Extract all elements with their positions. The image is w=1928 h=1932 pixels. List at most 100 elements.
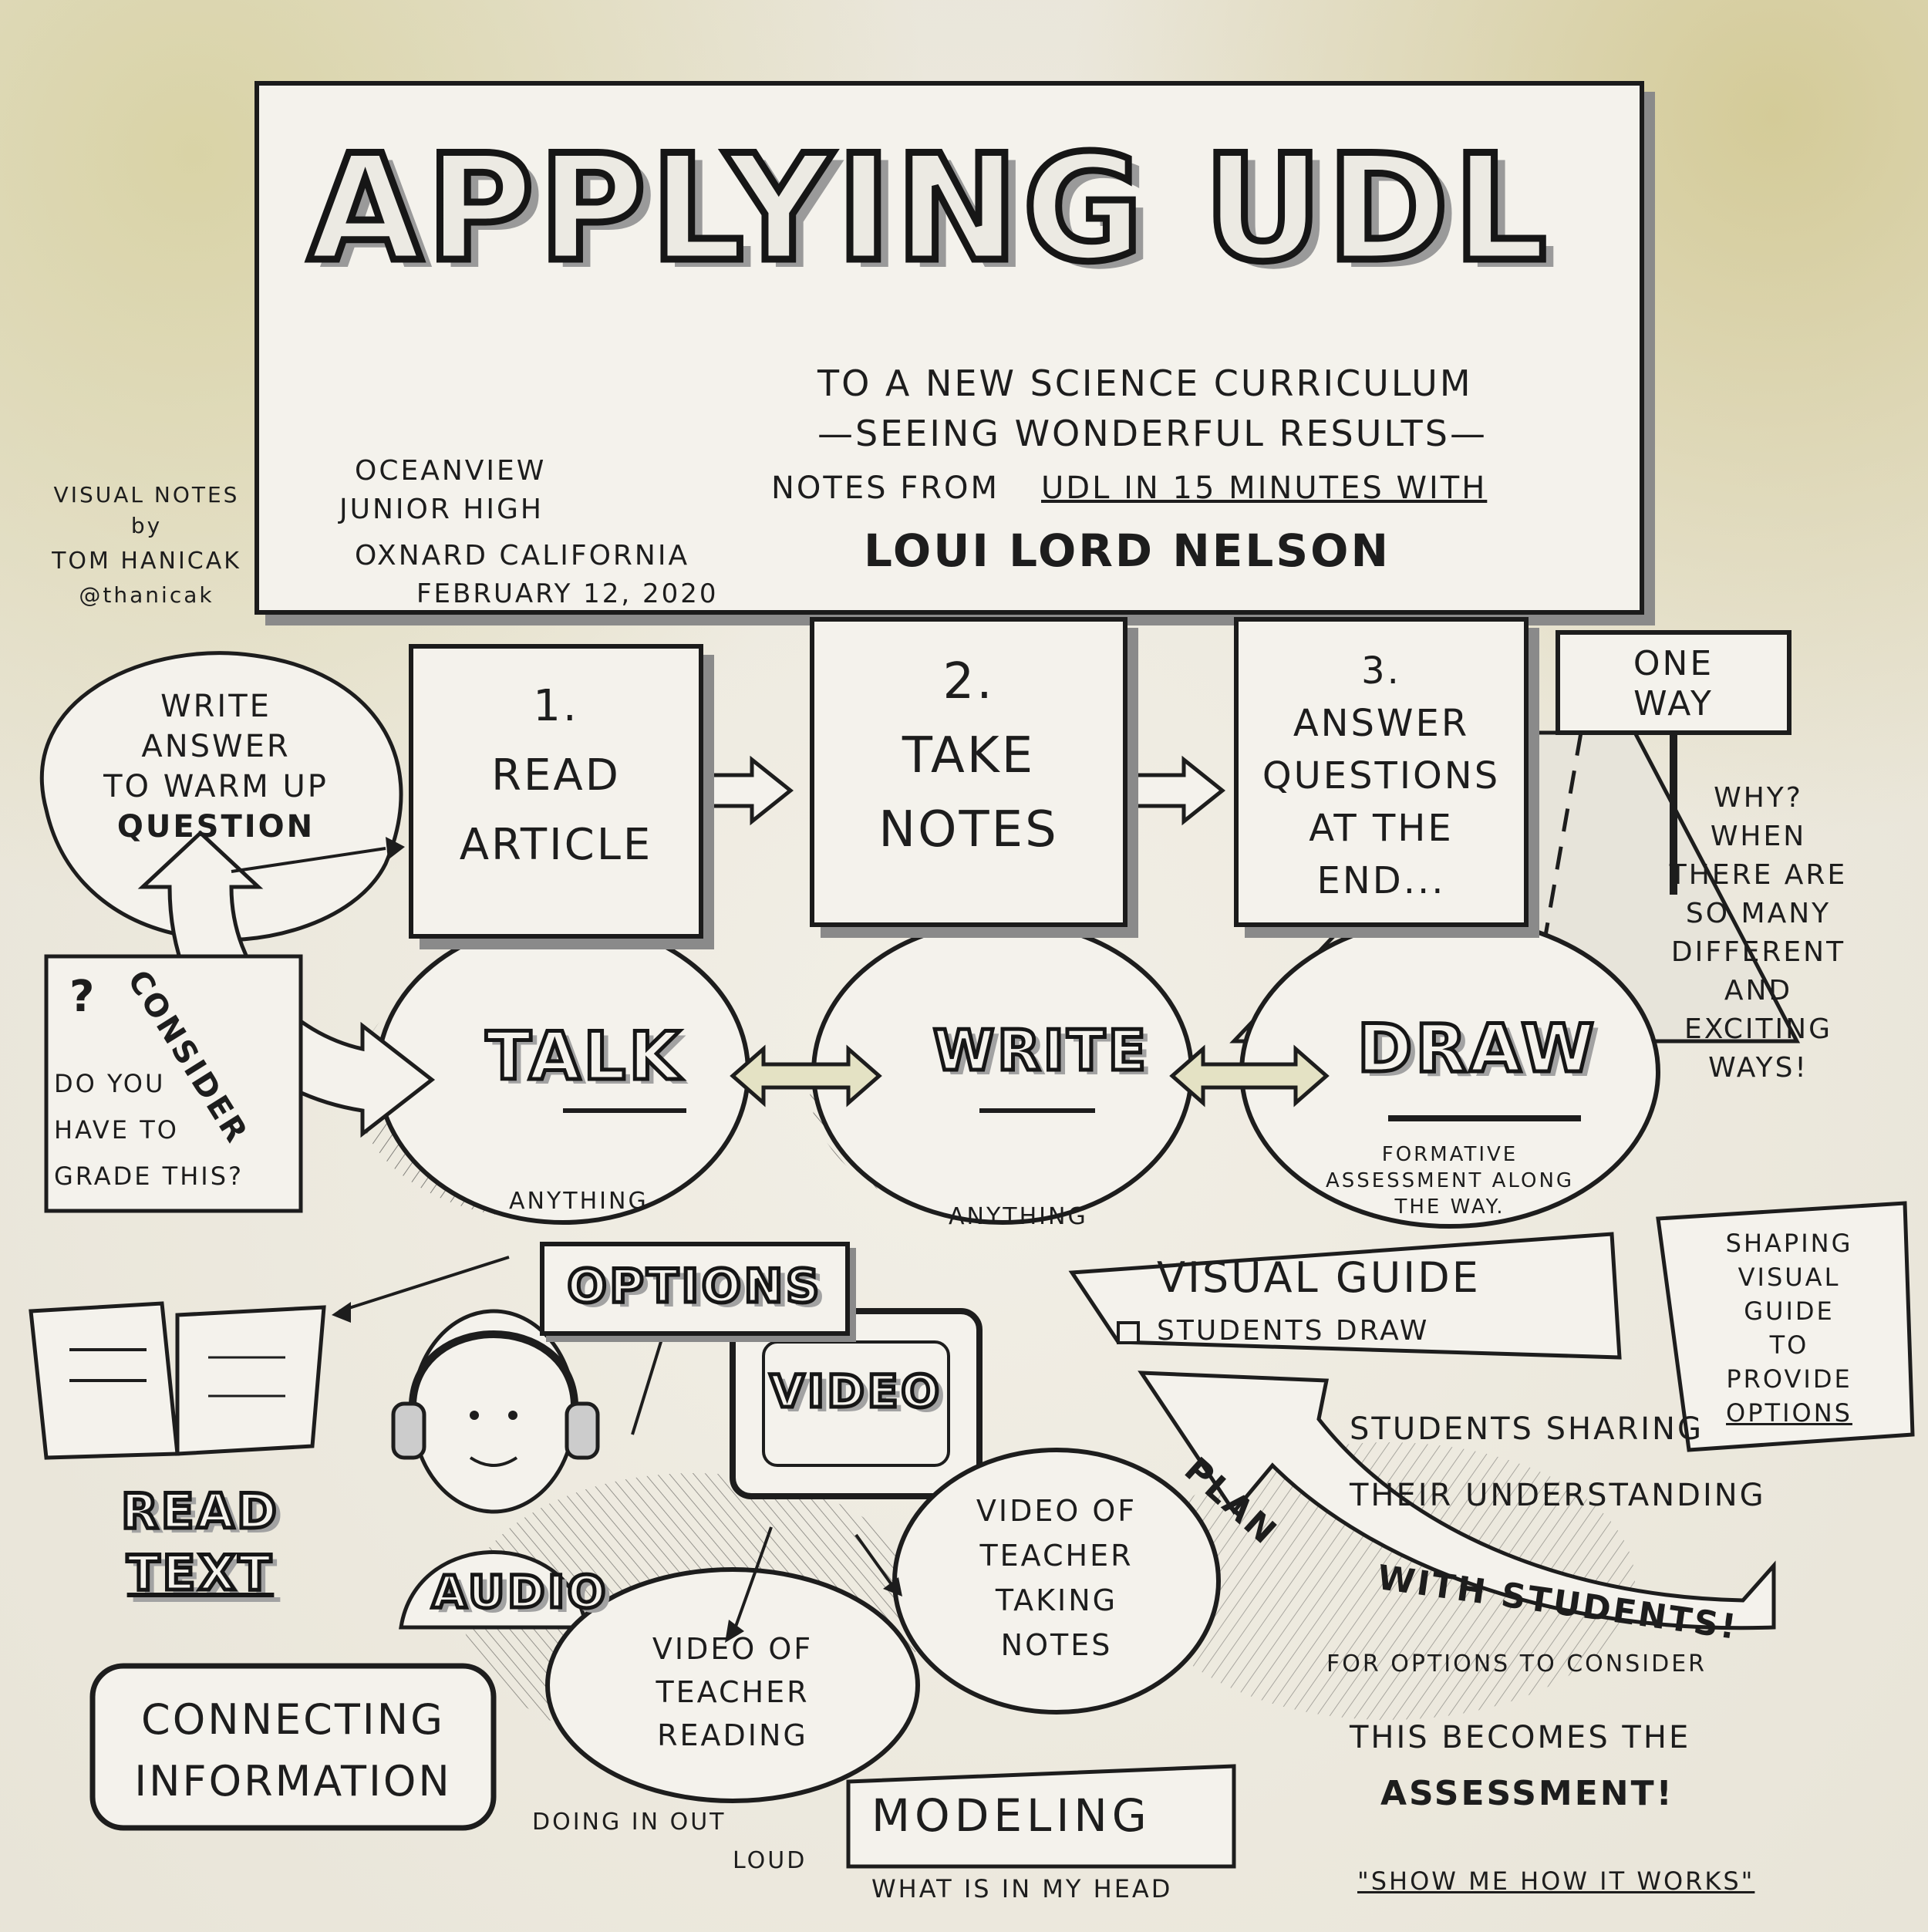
- why-text: WHY? WHEN THERE ARE SO MANY DIFFERENT AN…: [1620, 779, 1897, 1087]
- book-right-page: [175, 1305, 326, 1456]
- headphone-left: [391, 1401, 426, 1460]
- read-text-l2: TEXT: [125, 1543, 275, 1603]
- step-1-l2: ARTICLE: [459, 820, 653, 870]
- write-note: ANYTHING: [949, 1203, 1088, 1230]
- credit-line3: TOM HANICAK: [52, 548, 241, 575]
- grade-l1: DO YOU: [54, 1069, 166, 1098]
- visual-guide-sub: STUDENTS DRAW: [1157, 1315, 1430, 1347]
- video-tv: [730, 1308, 983, 1499]
- title-box: [254, 81, 1644, 615]
- connecting-box: [89, 1663, 497, 1831]
- modeling-box: [846, 1764, 1236, 1869]
- shaping-l6: OPTIONS: [1726, 1398, 1852, 1428]
- subtitle-line2: —SEEING WONDERFUL RESULTS—: [817, 413, 1488, 454]
- student-body: [399, 1550, 588, 1630]
- video-notes-l1: VIDEO OF: [976, 1494, 1138, 1528]
- one-way-text: ONE WAY: [1558, 644, 1789, 724]
- visual-guide-box: [1068, 1232, 1622, 1360]
- video-reading-l2: TEACHER: [656, 1675, 810, 1709]
- video-notes-l2: TEACHER: [979, 1539, 1134, 1573]
- draw-word: DRAW: [1355, 1009, 1598, 1090]
- visual-guide-title: VISUAL GUIDE: [1157, 1253, 1481, 1302]
- step-3-l1: ANSWER: [1293, 702, 1470, 745]
- video-notes-l4: NOTES: [1000, 1628, 1113, 1662]
- city: OXNARD CALIFORNIA: [355, 540, 690, 572]
- why-l4: SO MANY: [1685, 898, 1832, 929]
- warmup-text: WRITE ANSWER TO WARM UP QUESTION: [77, 686, 355, 847]
- video-notes-text: VIDEO OF TEACHER TAKING NOTES: [918, 1489, 1195, 1667]
- draw-note-l3: THE WAY.: [1394, 1195, 1505, 1219]
- sharing-text: STUDENTS SHARING THEIR UNDERSTANDING: [1350, 1396, 1766, 1529]
- sharing-l2: THEIR UNDERSTANDING: [1350, 1478, 1766, 1513]
- credit-line4: @thanicak: [79, 582, 214, 608]
- connecting-l2: INFORMATION: [134, 1757, 452, 1806]
- school-line2: JUNIOR HIGH: [339, 494, 544, 525]
- step-3-l4: END...: [1316, 859, 1446, 902]
- why-l2: WHEN: [1710, 821, 1807, 852]
- read-text-l1: READ: [120, 1482, 280, 1542]
- show-me: "SHOW ME HOW IT WORKS": [1357, 1866, 1755, 1896]
- doing-l1: DOING IN OUT: [532, 1809, 726, 1836]
- video-reading-oval: [545, 1567, 920, 1803]
- modeling-label: MODELING: [871, 1789, 1151, 1842]
- shaping-l2: VISUAL: [1738, 1263, 1841, 1292]
- grade-l2: HAVE TO: [54, 1115, 179, 1145]
- sharing-l1: STUDENTS SHARING: [1350, 1411, 1704, 1447]
- video-reading-text: VIDEO OF TEACHER READING: [571, 1627, 895, 1757]
- video-reading-l1: VIDEO OF: [652, 1632, 814, 1666]
- step2-3-arrow: [1127, 755, 1226, 826]
- draw-note-l1: FORMATIVE: [1381, 1143, 1518, 1166]
- talk-note: ANYTHING: [509, 1188, 649, 1215]
- why-l7: EXCITING: [1684, 1013, 1832, 1045]
- why-l5: DIFFERENT: [1670, 936, 1846, 968]
- video-label: VIDEO: [768, 1364, 942, 1420]
- why-l8: WAYS!: [1708, 1052, 1808, 1084]
- options-word: OPTIONS: [565, 1258, 823, 1316]
- one-way-l1: ONE: [1633, 644, 1714, 683]
- step-3-box: 3. ANSWER QUESTIONS AT THE END...: [1234, 617, 1529, 927]
- step-3-l3: AT THE: [1309, 807, 1454, 850]
- step-3-number: 3.: [1361, 649, 1401, 693]
- draw-note: FORMATIVE ASSESSMENT ALONG THE WAY.: [1296, 1141, 1604, 1220]
- grade-text: DO YOU HAVE TO GRADE THIS?: [54, 1060, 301, 1199]
- talk-write-arrow: [730, 1044, 882, 1108]
- date: FEBRUARY 12, 2020: [416, 578, 719, 609]
- warmup-l1: WRITE: [160, 689, 271, 724]
- head-label: WHAT IS IN MY HEAD: [871, 1874, 1173, 1903]
- student-head: [410, 1309, 577, 1514]
- presenter-name: LOUI LORD NELSON: [864, 524, 1390, 577]
- step-1-number: 1.: [533, 681, 579, 731]
- plan-options: FOR OPTIONS TO CONSIDER: [1326, 1650, 1707, 1677]
- one-way-l2: WAY: [1633, 684, 1714, 723]
- step-3-l2: QUESTIONS: [1262, 754, 1501, 797]
- shaping-l5: PROVIDE: [1726, 1364, 1852, 1394]
- video-notes-l3: TAKING: [995, 1583, 1118, 1617]
- warmup-l2: ANSWER: [141, 729, 291, 764]
- step1-2-arrow: [696, 755, 794, 826]
- step-2-l1: TAKE: [902, 727, 1036, 784]
- audio-label: AUDIO: [430, 1564, 609, 1620]
- write-word: WRITE: [932, 1017, 1149, 1085]
- shaping-l3: GUIDE: [1744, 1296, 1835, 1326]
- assessment-l2: ASSESSMENT!: [1380, 1774, 1674, 1813]
- doing-l2: LOUD: [733, 1847, 807, 1874]
- step-2-l2: NOTES: [878, 801, 1059, 858]
- step-2-box: 2. TAKE NOTES: [810, 617, 1127, 927]
- shaping-l4: TO: [1769, 1330, 1809, 1360]
- grade-box: [44, 954, 303, 1213]
- why-l6: AND: [1724, 975, 1793, 1006]
- why-l3: THERE ARE: [1669, 859, 1848, 891]
- step-1-box: 1. READ ARTICLE: [409, 644, 703, 939]
- credit-line1: VISUAL NOTES: [53, 482, 240, 507]
- warmup-l4: QUESTION: [116, 809, 315, 845]
- one-way-sign: [1556, 630, 1791, 735]
- write-draw-arrow: [1169, 1044, 1330, 1108]
- video-reading-l3: READING: [657, 1718, 808, 1752]
- shaping-l1: SHAPING: [1725, 1229, 1853, 1258]
- main-title: APPLYING UDL: [305, 120, 1552, 298]
- shaping-box: [1656, 1201, 1915, 1452]
- read-text-label: READ TEXT: [85, 1481, 316, 1604]
- step-1-l1: READ: [491, 750, 621, 801]
